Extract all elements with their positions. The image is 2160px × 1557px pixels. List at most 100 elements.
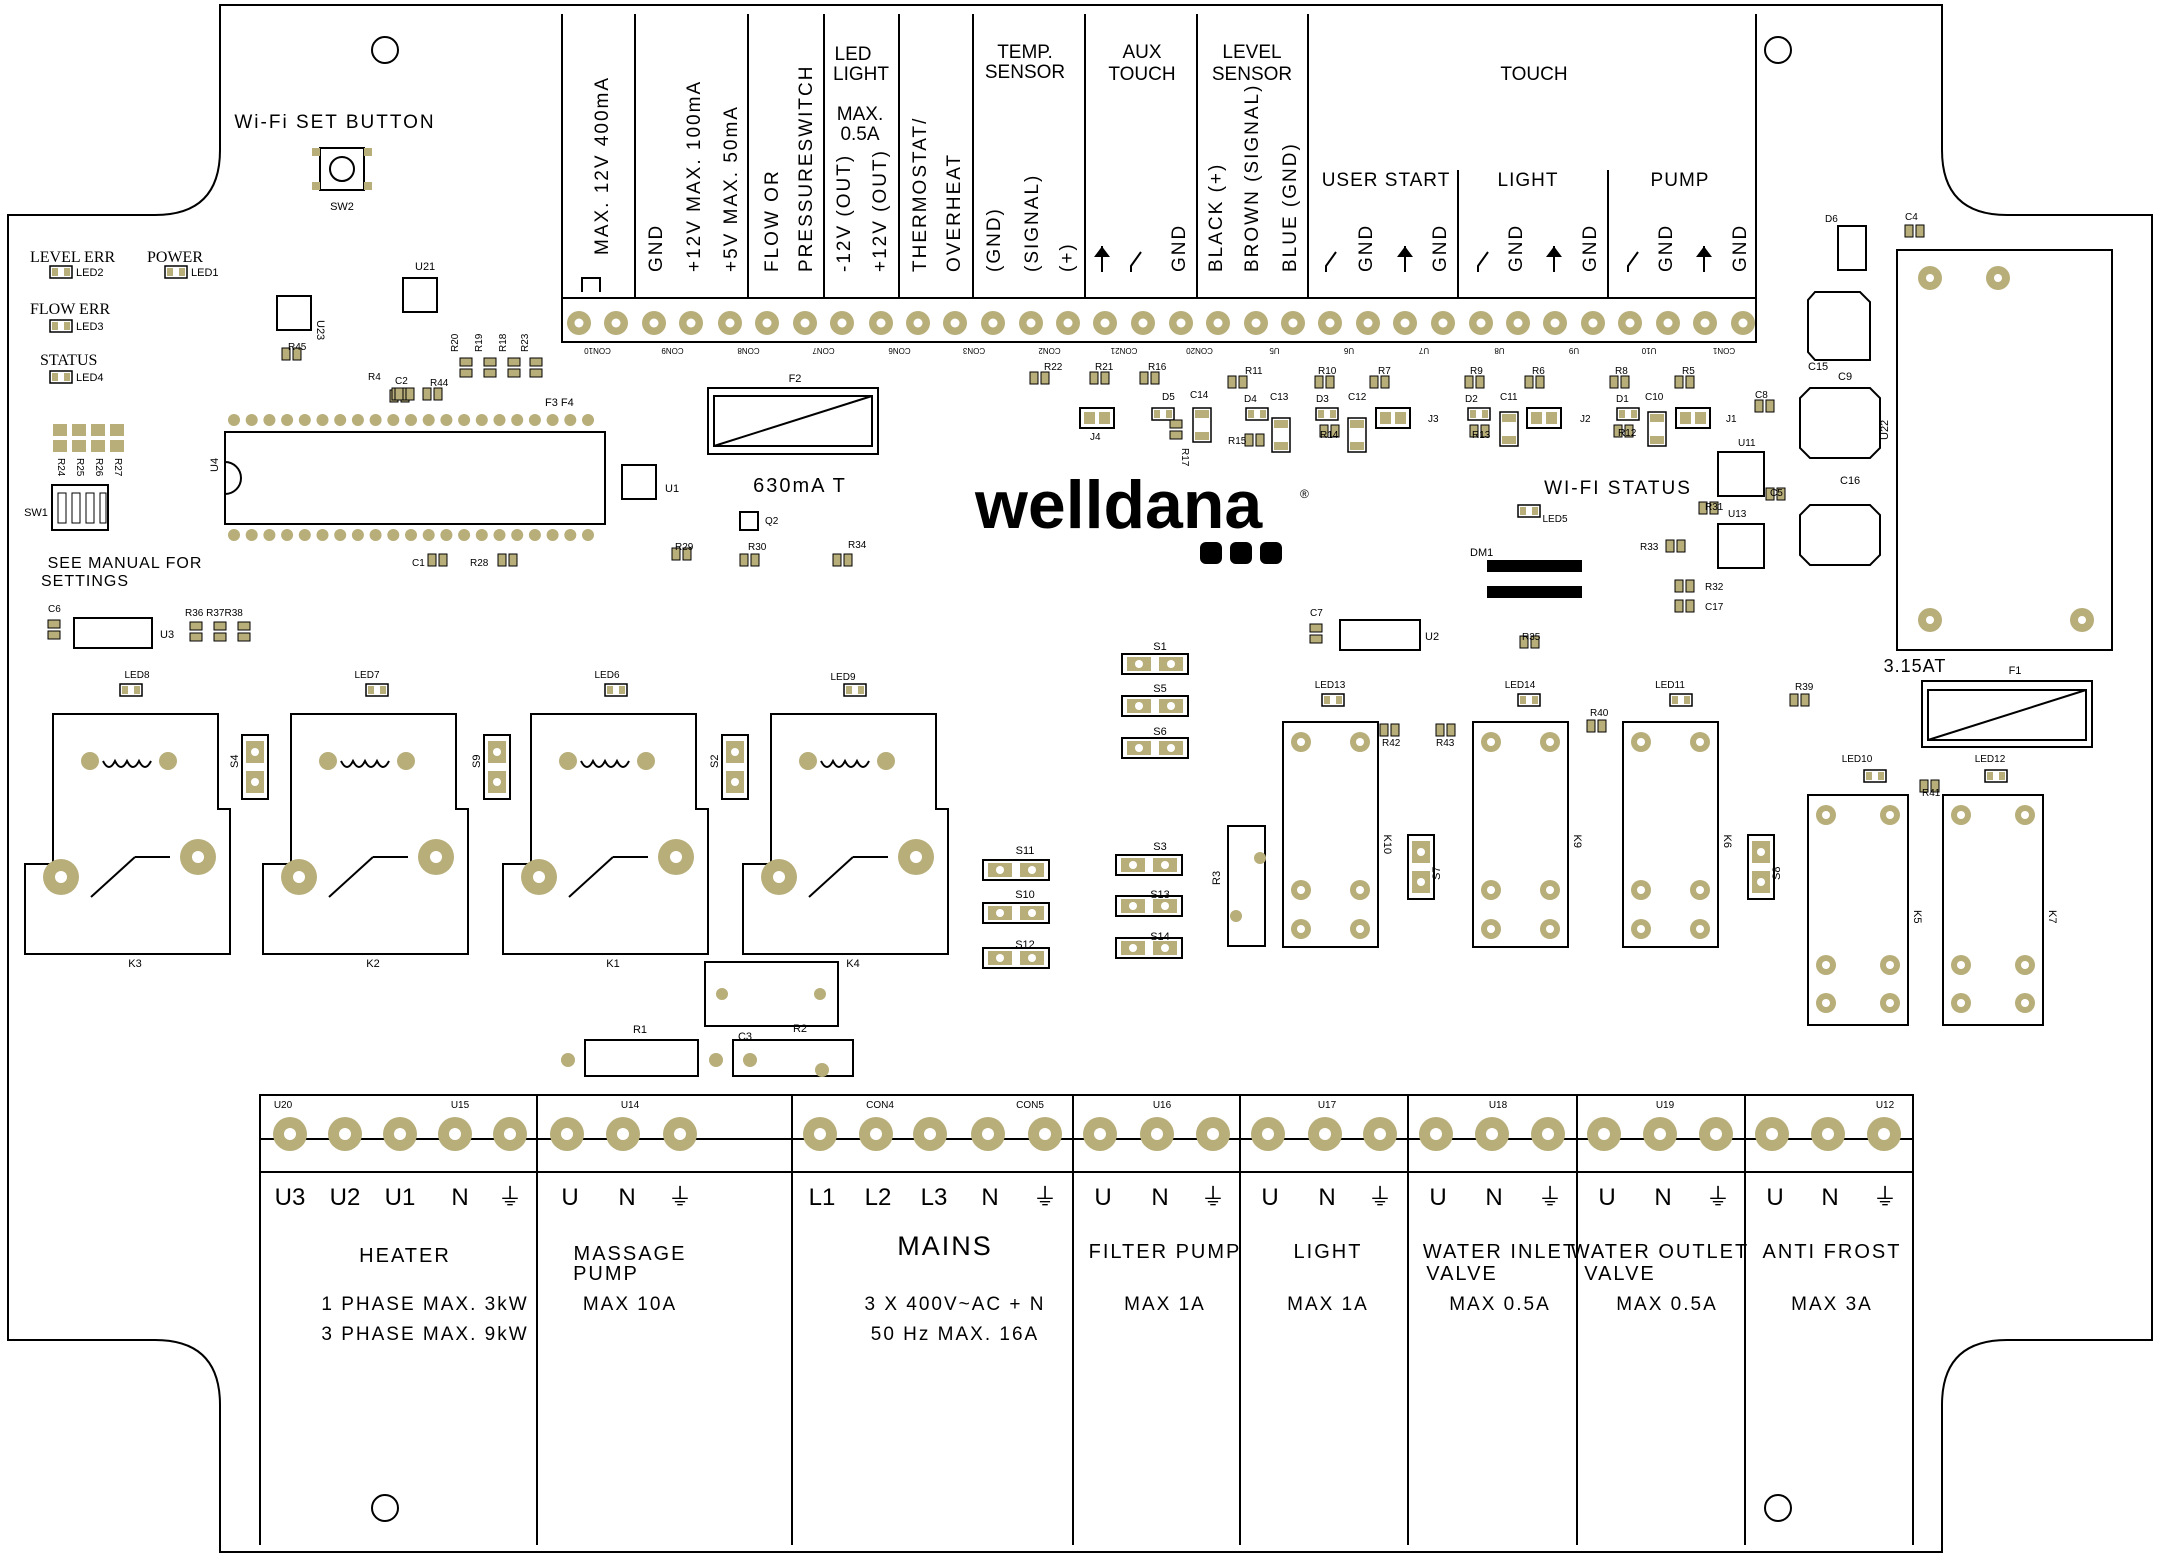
- block-ref: U15: [451, 1100, 470, 1111]
- label-max: MAX.: [837, 104, 883, 125]
- jumper-ref: S9: [471, 755, 483, 768]
- label-touch: TOUCH: [1108, 64, 1175, 85]
- dip-switch: SW1 SEE MANUAL FOR SETTINGS: [24, 484, 201, 590]
- block-ref: CON4: [866, 1100, 894, 1111]
- label-touch-gnd: GND: [1730, 224, 1751, 272]
- connector-ref: CON2: [1038, 346, 1061, 355]
- svg-text:3.15AT: 3.15AT: [1884, 656, 1947, 676]
- relay-body: [1807, 794, 1909, 1026]
- diode-ref: D3: [1316, 394, 1329, 405]
- label-touch-group: PUMP: [1651, 170, 1710, 191]
- pin-label: ⏚: [1368, 1184, 1392, 1211]
- connector-ref: CON8: [737, 346, 760, 355]
- pin-label: N: [618, 1184, 635, 1211]
- block-title: PUMP: [573, 1263, 639, 1285]
- welldana-logo: welldana ®: [974, 467, 1309, 564]
- block-title: HEATER: [359, 1245, 451, 1267]
- res-ref: R25: [74, 458, 85, 477]
- pin-label: U1: [385, 1184, 416, 1211]
- label-flow: FLOW OR: [762, 169, 783, 272]
- relay-ref: K5: [1911, 910, 1923, 923]
- smd-ref: R45: [288, 342, 307, 353]
- pin-label: ⏚: [1033, 1184, 1057, 1211]
- jumper-ref: S6: [1153, 726, 1166, 738]
- led-label: POWER: [147, 249, 203, 266]
- smd-ref: R31: [1705, 502, 1724, 513]
- smd-ref: R44: [430, 378, 449, 389]
- smd-ref: C4: [1905, 212, 1918, 223]
- svg-text:C16: C16: [1840, 475, 1860, 487]
- led-ref: LED6: [594, 670, 619, 681]
- smd-ref: F3 F4: [545, 397, 574, 409]
- smd-ref: R14: [1320, 430, 1339, 441]
- label-overheat: OVERHEAT: [944, 153, 965, 272]
- label-level: LEVEL: [1222, 42, 1281, 63]
- label-sensor: SENSOR: [985, 62, 1065, 83]
- q2-ref: Q2: [765, 516, 779, 527]
- label-aux-gnd: GND: [1169, 224, 1190, 272]
- label-12v: +12V MAX. 100mA: [684, 80, 705, 272]
- smd-ref: R18: [498, 333, 509, 352]
- diode-ref: D2: [1465, 394, 1478, 405]
- pin-label: N: [981, 1184, 998, 1211]
- label-max-12v: MAX. 12V 400mA: [592, 76, 613, 255]
- smd-ref: R15: [1228, 436, 1247, 447]
- pin-label: U3: [275, 1184, 306, 1211]
- label-thermostat: THERMOSTAT/: [910, 117, 931, 272]
- label-temp-signal: (SIGNAL): [1022, 174, 1043, 272]
- connector-ref: CON9: [661, 346, 684, 355]
- block-title: LIGHT: [1294, 1241, 1363, 1263]
- label-temp: TEMP.: [997, 42, 1053, 63]
- jumper-ref: S1: [1153, 641, 1166, 653]
- smd-ref: R43: [1436, 738, 1455, 749]
- led-icon: [49, 319, 73, 333]
- label-temp-plus: (+): [1057, 242, 1078, 272]
- label-led: LED: [835, 44, 872, 65]
- pin-label: N: [1151, 1184, 1168, 1211]
- svg-text:F1: F1: [2009, 665, 2022, 677]
- label-5v: +5V MAX. 50mA: [721, 105, 742, 272]
- smd-ref: R13: [1472, 430, 1491, 441]
- led-icon: [1669, 693, 1693, 707]
- pin-label: L3: [921, 1184, 948, 1211]
- jumper-ref: J3: [1428, 414, 1439, 425]
- connector-ref: CON10: [584, 346, 611, 355]
- q2: [739, 511, 759, 531]
- smd-ref: R36 R37R38: [185, 608, 243, 619]
- pin-label: N: [1821, 1184, 1838, 1211]
- smd-ref: C8: [1755, 390, 1768, 401]
- label-touch-group: LIGHT: [1498, 170, 1559, 191]
- smd-ref: R10: [1318, 366, 1337, 377]
- jumper-ref: S2: [709, 755, 721, 768]
- jumper-ref: S10: [1015, 889, 1035, 901]
- led-icon: [1321, 693, 1345, 707]
- block-ref: U20: [274, 1100, 293, 1111]
- jumper-ref: S5: [1153, 683, 1166, 695]
- relay-ref: K1: [606, 958, 619, 970]
- pin-label: N: [1654, 1184, 1671, 1211]
- smd-ref: C17: [1705, 602, 1724, 613]
- cap-c16: C16: [1799, 475, 1881, 566]
- wifi-set-button: Wi-Fi SET BUTTON SW2: [234, 112, 433, 213]
- cap-ref: C11: [1500, 392, 1518, 403]
- fuse-f1: F1 3.15AT: [1884, 656, 2093, 748]
- connector-ref: CON7: [812, 346, 835, 355]
- relay-body: [1472, 721, 1569, 948]
- led-ref: LED8: [124, 670, 149, 681]
- smd-ref: R32: [1705, 582, 1724, 593]
- svg-text:SW1: SW1: [24, 507, 48, 519]
- block-ref: U19: [1656, 1100, 1675, 1111]
- smd-ref: R16: [1148, 362, 1167, 373]
- block-rating: 50 Hz MAX. 16A: [871, 1324, 1039, 1345]
- u23-chip: U23: [276, 295, 326, 340]
- smd-ref: R9: [1470, 366, 1483, 377]
- relay-body: [1942, 794, 2044, 1026]
- r-box: [704, 961, 839, 1027]
- smd-ref: R5: [1682, 366, 1695, 377]
- u3-chip: U3: [73, 617, 174, 649]
- pin-label: U: [1429, 1184, 1446, 1211]
- smd-ref: R20: [450, 333, 461, 352]
